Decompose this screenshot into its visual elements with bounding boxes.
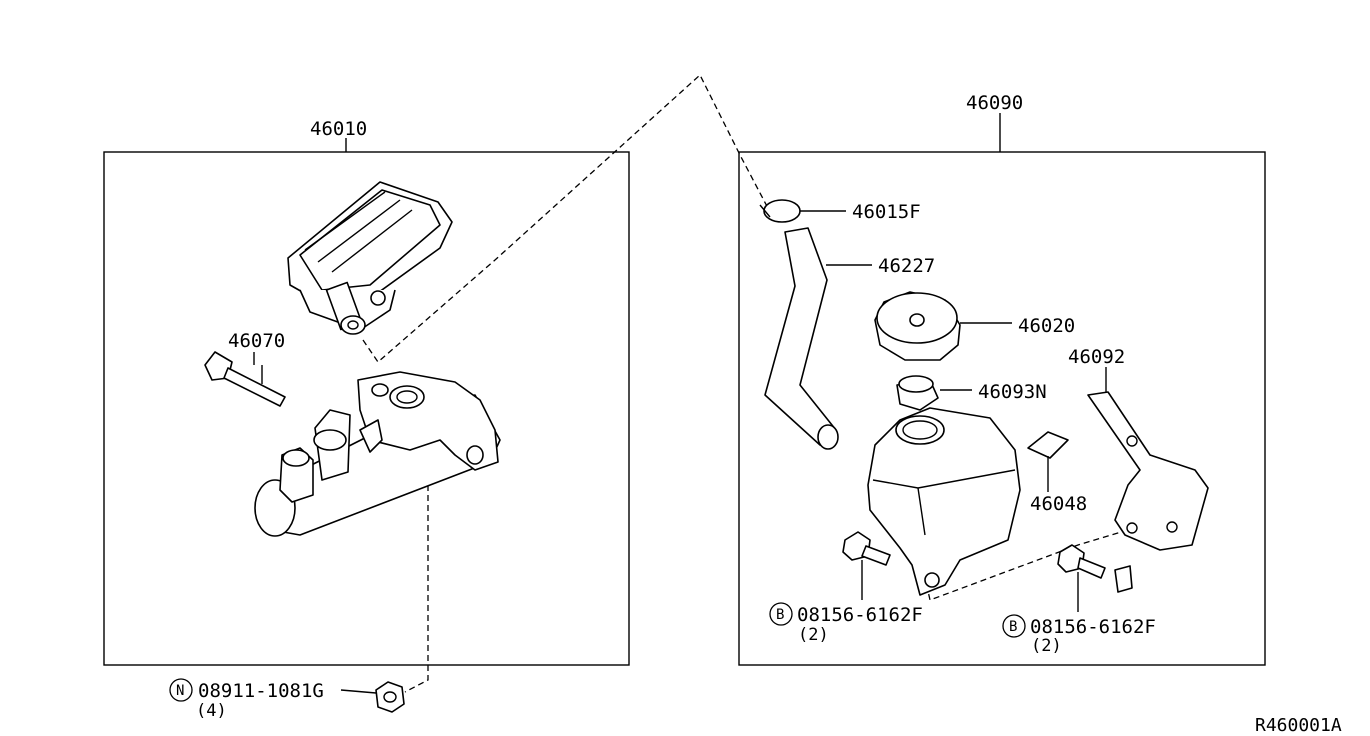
bolt-right-drawing	[1057, 544, 1133, 612]
callout-46048: 46048	[1030, 493, 1087, 515]
master-reservoir-drawing	[287, 181, 453, 335]
callout-bolt-left: 08156-6162F	[797, 604, 923, 626]
qty-bolt-right: (2)	[1031, 636, 1062, 656]
frame-master-cylinder	[103, 151, 630, 666]
reservoir-tank-drawing	[867, 407, 1021, 596]
connector-drawing	[1027, 431, 1069, 492]
callout-46092: 46092	[1068, 346, 1125, 368]
strainer-drawing	[896, 375, 972, 411]
callout-46020: 46020	[1018, 315, 1075, 337]
cap-drawing	[874, 291, 1012, 361]
bracket-drawing	[1087, 367, 1209, 551]
symbol-B-left: B	[776, 607, 784, 623]
bolt-left-drawing	[842, 531, 891, 600]
clamp-drawing	[759, 199, 846, 223]
pin-drawing	[204, 351, 286, 407]
bolt-right-label: B 08156-6162F (2)	[1002, 614, 1156, 656]
hose-drawing	[764, 227, 872, 450]
callout-46070: 46070	[228, 330, 285, 352]
master-cylinder-drawing	[254, 371, 501, 537]
callout-46015F: 46015F	[852, 201, 921, 223]
symbol-N: N	[176, 683, 184, 699]
callout-46010: 46010	[310, 118, 367, 140]
nut-drawing	[375, 681, 405, 713]
figure-reference: R460001A	[1255, 715, 1342, 736]
callout-nut: 08911-1081G	[198, 680, 324, 702]
callout-46090: 46090	[966, 92, 1023, 114]
nut-label: N 08911-1081G (4)	[169, 678, 324, 721]
callout-bolt-right: 08156-6162F	[1030, 616, 1156, 638]
symbol-B-right: B	[1009, 619, 1017, 635]
callout-46093N: 46093N	[978, 381, 1047, 403]
callout-46227: 46227	[878, 255, 935, 277]
frame-reservoir	[738, 151, 1266, 666]
bolt-left-label: B 08156-6162F (2)	[769, 602, 923, 645]
qty-nut: (4)	[196, 701, 227, 721]
qty-bolt-left: (2)	[798, 625, 829, 645]
